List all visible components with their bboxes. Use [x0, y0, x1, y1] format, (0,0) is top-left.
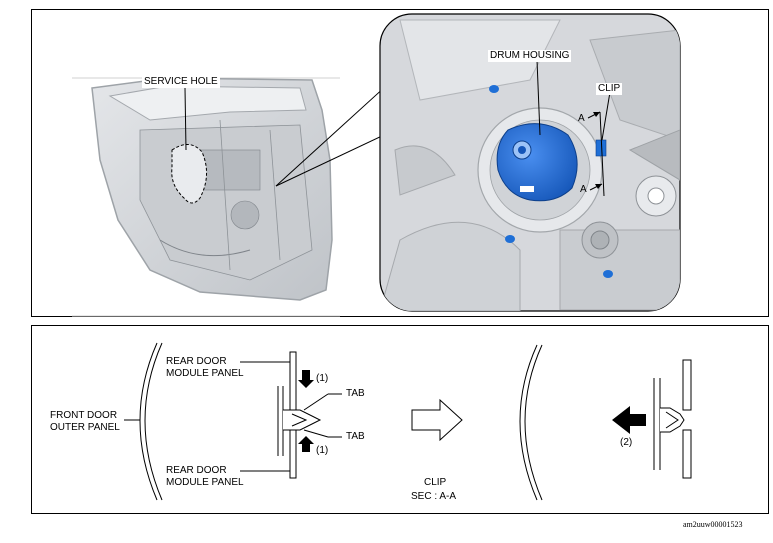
step-2-label: (2) — [620, 437, 633, 448]
sec-aa-label: SEC : A-A — [411, 491, 457, 502]
pull-arrow — [612, 406, 646, 434]
rear-door-module-panel-bottom-line2: MODULE PANEL — [166, 477, 244, 488]
bottom-panel-frame — [31, 325, 769, 514]
front-door-outer-panel-line1: FRONT DOOR — [50, 410, 118, 421]
service-hole-outline — [171, 144, 207, 204]
figure-id: am2uuw00001523 — [683, 520, 743, 529]
step-1-bottom-label: (1) — [316, 445, 329, 456]
clip-label: CLIP — [596, 83, 623, 95]
rear-door-module-panel-top-line2: MODULE PANEL — [166, 368, 244, 379]
clip-section-label: CLIP — [424, 477, 447, 488]
top-panel-frame — [31, 9, 769, 317]
service-hole-label: SERVICE HOLE — [142, 76, 220, 88]
tab-bottom-label: TAB — [346, 431, 365, 442]
step-1-top-label: (1) — [316, 373, 329, 384]
drum-housing-label: DRUM HOUSING — [488, 50, 572, 62]
push-arrow-up — [298, 436, 314, 452]
push-arrow-down — [298, 370, 314, 388]
process-arrow — [411, 398, 463, 442]
section-marker-top: A — [578, 113, 585, 124]
rear-door-module-panel-top-line1: REAR DOOR — [166, 356, 227, 367]
front-door-outer-panel-line2: OUTER PANEL — [50, 422, 120, 433]
tab-top-label: TAB — [346, 388, 365, 399]
rear-door-module-panel-bottom-line1: REAR DOOR — [166, 465, 227, 476]
section-marker-bottom: A — [580, 184, 587, 195]
